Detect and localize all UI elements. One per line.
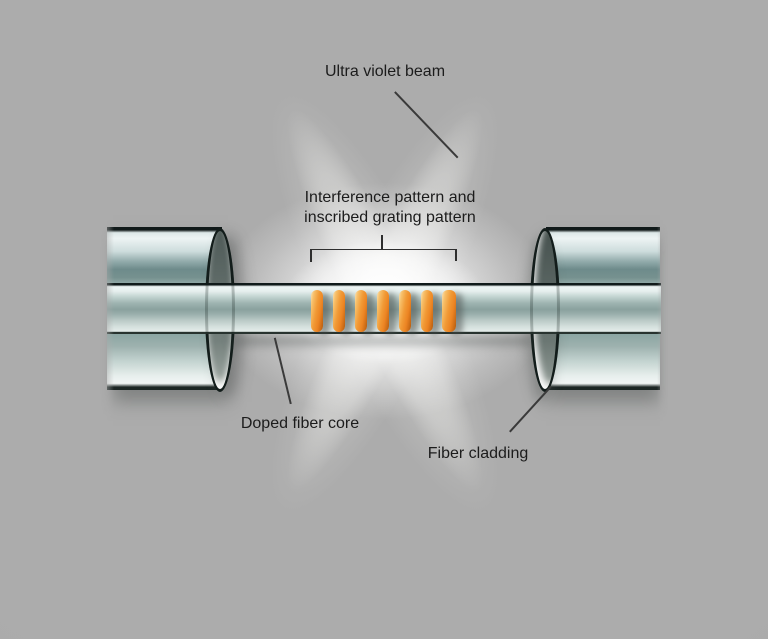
interference-label: Interference pattern and inscribed grati… xyxy=(288,188,492,228)
grating xyxy=(99,215,669,430)
core-drop-shadow xyxy=(233,337,533,345)
grating-stripe xyxy=(399,290,411,332)
bracket-left-tick xyxy=(310,248,312,262)
interference-label-line1: Interference pattern and xyxy=(304,189,476,206)
grating-stripe xyxy=(377,290,389,332)
fiber-cladding-label: Fiber cladding xyxy=(427,445,529,462)
optical-fiber xyxy=(99,215,669,430)
interference-label-line2: inscribed grating pattern xyxy=(304,209,476,226)
uv-beam-label: Ultra violet beam xyxy=(324,63,446,80)
bracket-right-tick xyxy=(455,248,457,261)
grating-stripe xyxy=(311,290,323,332)
cladding-left-rim-overlay xyxy=(205,228,235,392)
grating-stripe xyxy=(355,290,367,332)
grating-stripe xyxy=(442,290,456,332)
doped-core-label: Doped fiber core xyxy=(240,415,360,432)
bracket-horizontal xyxy=(310,248,456,251)
grating-stripe xyxy=(421,290,433,332)
grating-stripe xyxy=(333,290,345,332)
